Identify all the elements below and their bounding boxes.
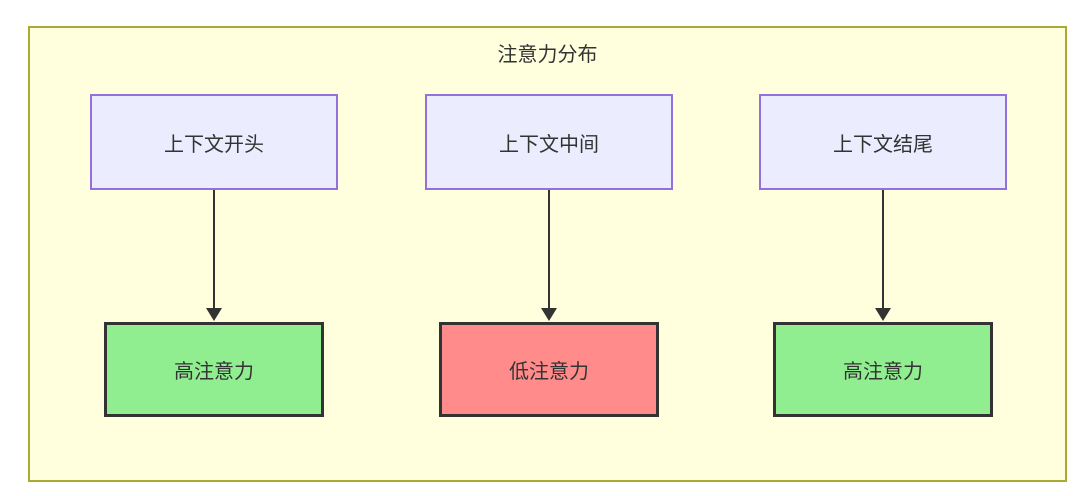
diagram-title: 注意力分布: [497, 44, 598, 66]
source-node-context-end: 上下文结尾: [759, 94, 1007, 190]
arrow-line-1: [213, 190, 215, 309]
attention-distribution-cluster: 注意力分布 上下文开头 高注意力 上下文中间 低注意力 上下文结尾 高注意力: [28, 26, 1067, 482]
result-node-high-attention-2: 高注意力: [773, 322, 993, 417]
arrow-head-icon: [541, 308, 557, 321]
arrow-line-3: [882, 190, 884, 309]
result-node-low-attention: 低注意力: [439, 322, 659, 417]
arrow-head-icon: [875, 308, 891, 321]
source-node-context-middle: 上下文中间: [425, 94, 673, 190]
source-node-context-beginning: 上下文开头: [90, 94, 338, 190]
result-node-high-attention-1: 高注意力: [104, 322, 324, 417]
arrow-line-2: [548, 190, 550, 309]
arrow-head-icon: [206, 308, 222, 321]
